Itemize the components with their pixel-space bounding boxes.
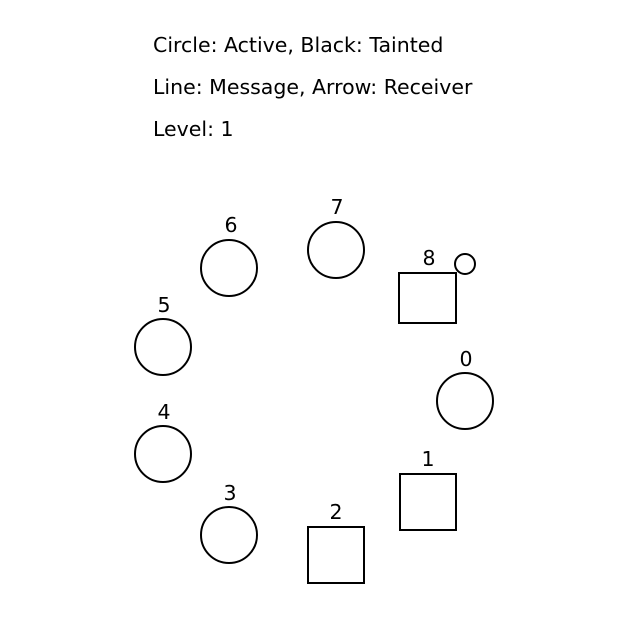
node-circle-0[interactable] (436, 372, 494, 430)
graph-node-7[interactable]: 7 (307, 195, 365, 279)
node-label-3: 3 (223, 481, 236, 505)
node-label-5: 5 (157, 293, 170, 317)
graph-node-4[interactable]: 4 (134, 400, 192, 483)
graph-node-3[interactable]: 3 (200, 481, 258, 564)
node-circle-4[interactable] (134, 425, 192, 483)
graph-node-5[interactable]: 5 (134, 293, 192, 376)
graph-node-2[interactable]: 2 (307, 500, 365, 584)
node-circle-7[interactable] (307, 221, 365, 279)
node-layer: 0 1 2 3 4 5 6 7 8 (134, 195, 494, 584)
node-label-2: 2 (329, 500, 342, 524)
graph-node-8[interactable]: 8 (398, 246, 476, 324)
node-marker-circle-8 (454, 253, 476, 275)
node-label-6: 6 (224, 213, 237, 237)
legend: Circle: Active, Black: Tainted Line: Mes… (153, 24, 593, 150)
legend-line-shape-semantics: Circle: Active, Black: Tainted (153, 33, 444, 57)
node-label-0: 0 (459, 347, 472, 371)
node-label-1: 1 (421, 447, 434, 471)
node-circle-5[interactable] (134, 318, 192, 376)
node-square-2[interactable] (307, 526, 365, 584)
node-square-8[interactable] (398, 272, 457, 324)
graph-node-6[interactable]: 6 (200, 213, 258, 297)
legend-line-level: Level: 1 (153, 117, 234, 141)
node-label-4: 4 (157, 400, 170, 424)
node-square-1[interactable] (399, 473, 457, 531)
graph-node-0[interactable]: 0 (436, 347, 494, 430)
legend-line-edge-semantics: Line: Message, Arrow: Receiver (153, 75, 473, 99)
node-circle-6[interactable] (200, 239, 258, 297)
node-label-7: 7 (330, 195, 343, 219)
graph-node-1[interactable]: 1 (399, 447, 457, 531)
node-circle-3[interactable] (200, 506, 258, 564)
node-label-8: 8 (422, 246, 435, 270)
